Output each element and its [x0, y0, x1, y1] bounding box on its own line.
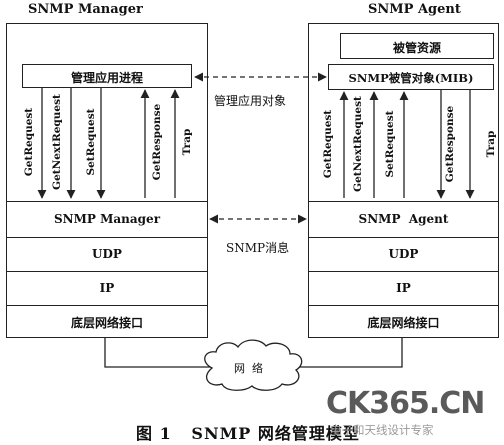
agent-managed-resource: 被管资源	[340, 33, 494, 59]
agent-op-setrequest: SetRequest	[384, 110, 396, 178]
watermark-logo: CK365.CN	[326, 386, 485, 421]
agent-op-getrequest: GetRequest	[322, 109, 334, 179]
agent-layer-net: 底层网络接口	[309, 305, 498, 339]
manager-op-getnextrequest: GetNextRequest	[51, 94, 63, 190]
figure-caption: 图 1 SNMP 网络管理模型	[136, 424, 360, 443]
manager-layer-ip-label: IP	[99, 281, 115, 295]
agent-layer-ip-label: IP	[396, 281, 411, 295]
agent-layer-udp-label: UDP	[388, 247, 419, 261]
agent-mib-label: SNMP被管对象(MIB)	[348, 71, 474, 85]
manager-title: SNMP Manager	[28, 2, 143, 17]
manager-layer-snmp-label: SNMP Manager	[53, 212, 161, 226]
watermark-tagline: 电子和天线设计专家	[330, 423, 434, 437]
agent-op-getnextrequest: GetNextRequest	[352, 96, 364, 192]
manager-layer-ip: IP	[7, 271, 207, 305]
manager-layer-udp: UDP	[7, 237, 207, 271]
agent-layer-ip: IP	[309, 271, 498, 305]
agent-layer-snmp-label: SNMP Agent	[358, 212, 449, 226]
manager-app-process: 管理应用进程	[22, 64, 192, 88]
network-cloud-icon	[204, 339, 303, 391]
agent-op-getresponse: GetResponse	[444, 105, 456, 183]
agent-mib: SNMP被管对象(MIB)	[328, 64, 494, 90]
manager-layer-net: 底层网络接口	[7, 305, 207, 339]
manager-app-process-label: 管理应用进程	[70, 71, 143, 85]
agent-layer-udp: UDP	[309, 237, 498, 271]
agent-managed-resource-label: 被管资源	[392, 41, 441, 55]
manager-layer-net-label: 底层网络接口	[70, 316, 143, 330]
agent-op-trap: Trap	[485, 130, 497, 158]
agent-layer-net-label: 底层网络接口	[367, 316, 440, 330]
snmp-message-label: SNMP消息	[226, 241, 290, 255]
manager-layer-udp-label: UDP	[92, 247, 122, 261]
agent-network-line	[298, 338, 403, 368]
manager-op-getrequest: GetRequest	[23, 107, 35, 177]
network-label: 网 络	[234, 362, 263, 375]
manager-layer-snmp: SNMP Manager	[7, 201, 207, 237]
manager-op-trap: Trap	[181, 128, 193, 156]
agent-title: SNMP Agent	[368, 2, 461, 17]
manager-network-line	[104, 338, 212, 368]
manager-op-getresponse: GetResponse	[151, 103, 163, 181]
agent-layer-snmp: SNMP Agent	[309, 201, 498, 237]
managed-objects-label: 管理应用对象	[214, 94, 287, 108]
manager-op-setrequest: SetRequest	[85, 108, 97, 176]
